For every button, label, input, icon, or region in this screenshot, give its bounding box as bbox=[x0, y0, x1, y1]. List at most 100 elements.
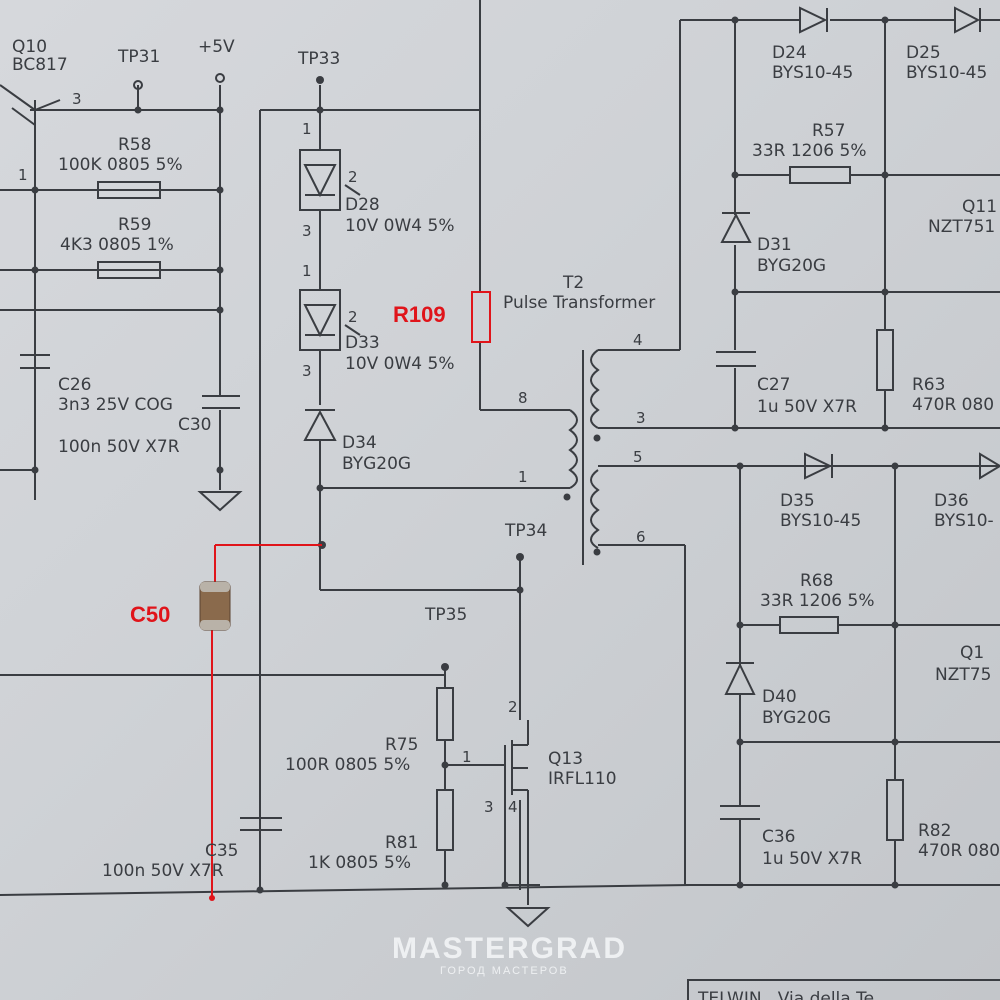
svg-text:3: 3 bbox=[302, 362, 312, 380]
svg-text:2: 2 bbox=[348, 308, 358, 326]
junction-dots-right bbox=[731, 16, 899, 889]
middle-wires bbox=[259, 0, 570, 905]
d28-zener bbox=[299, 149, 361, 211]
d25-ref-label: D25 bbox=[906, 43, 941, 63]
q12-value-label: NZT75 bbox=[935, 665, 991, 685]
t2-value-label: Pulse Transformer bbox=[503, 293, 655, 313]
d35-diode bbox=[804, 452, 833, 480]
r58-value-label: 100K 0805 5% bbox=[58, 155, 183, 175]
c30-capacitor bbox=[202, 395, 240, 409]
c50-annotation: C50 bbox=[130, 602, 170, 627]
svg-text:1: 1 bbox=[462, 748, 472, 766]
d25-diode bbox=[954, 6, 981, 34]
r57-resistor bbox=[789, 166, 851, 184]
d24-diode bbox=[799, 6, 828, 34]
c26-capacitor bbox=[20, 354, 50, 369]
labels-left: Q10 BC817 TP31 +5V R58 100K 0805 5% R59 … bbox=[12, 37, 239, 881]
r59-resistor bbox=[97, 261, 161, 279]
svg-text:1: 1 bbox=[302, 120, 312, 138]
tp34-label: TP34 bbox=[504, 521, 547, 541]
r59-value-label: 4K3 0805 1% bbox=[60, 235, 174, 255]
q13-value-label: IRFL110 bbox=[548, 769, 617, 789]
c36-ref-label: C36 bbox=[762, 827, 796, 847]
r81-resistor bbox=[436, 789, 454, 851]
r81-ref-label: R81 bbox=[385, 833, 418, 853]
c35-capacitor bbox=[240, 817, 282, 831]
svg-text:5: 5 bbox=[633, 448, 643, 466]
d36-ref-label: D36 bbox=[934, 491, 969, 511]
labels-middle: TP33 D28 10V 0W4 5% D33 10V 0W4 5% D34 B… bbox=[285, 49, 655, 873]
d25-value-label: BYS10-45 bbox=[906, 63, 987, 83]
c26-value-label: 3n3 25V COG bbox=[58, 395, 173, 415]
svg-text:2: 2 bbox=[348, 168, 358, 186]
r75-resistor bbox=[436, 687, 454, 741]
c27-value-label: 1u 50V X7R bbox=[757, 397, 857, 417]
svg-text:1: 1 bbox=[302, 262, 312, 280]
d33-value-label: 10V 0W4 5% bbox=[345, 354, 454, 374]
left-wires bbox=[0, 84, 691, 896]
c27-capacitor bbox=[716, 351, 756, 367]
c36-capacitor bbox=[720, 805, 760, 820]
r63-ref-label: R63 bbox=[912, 375, 945, 395]
tp33-terminal bbox=[316, 76, 324, 84]
svg-text:1: 1 bbox=[18, 166, 28, 184]
d33-ref-label: D33 bbox=[345, 333, 380, 353]
c35-ref-label: C35 bbox=[205, 841, 239, 861]
junction-dots-middle bbox=[316, 106, 524, 889]
junction-dots-left bbox=[31, 106, 264, 894]
c26-ref-label: C26 bbox=[58, 375, 92, 395]
c35-value-label: 100n 50V X7R bbox=[102, 861, 224, 881]
title-block-text: TELWIN . Via della Te bbox=[697, 989, 874, 1000]
r57-value-label: 33R 1206 5% bbox=[752, 141, 866, 161]
r68-value-label: 33R 1206 5% bbox=[760, 591, 874, 611]
tp34-terminal bbox=[516, 553, 524, 561]
d34-value-label: BYG20G bbox=[342, 454, 411, 474]
q13-ref-label: Q13 bbox=[548, 749, 583, 769]
tp31-label: TP31 bbox=[117, 47, 160, 67]
q11-ref-label: Q11 bbox=[962, 197, 997, 217]
r75-value-label: 100R 0805 5% bbox=[285, 755, 410, 775]
d28-ref-label: D28 bbox=[345, 195, 380, 215]
tp31-terminal bbox=[133, 80, 143, 90]
d36-value-label: BYS10- bbox=[934, 511, 994, 531]
r58-ref-label: R58 bbox=[118, 135, 151, 155]
title-block-box bbox=[687, 979, 1000, 1000]
c30-value-label: 100n 50V X7R bbox=[58, 437, 180, 457]
watermark-brand: MASTERGRAD bbox=[392, 932, 627, 965]
svg-text:4: 4 bbox=[633, 331, 643, 349]
d33-zener bbox=[299, 289, 361, 351]
vcc-terminal bbox=[215, 73, 225, 83]
r109-highlight-box bbox=[471, 291, 491, 343]
r75-ref-label: R75 bbox=[385, 735, 418, 755]
d34-ref-label: D34 bbox=[342, 433, 377, 453]
d36-diode bbox=[979, 452, 1000, 480]
tp35-terminal bbox=[441, 663, 449, 671]
r68-ref-label: R68 bbox=[800, 571, 833, 591]
q10-part-label: BC817 bbox=[12, 55, 68, 75]
d35-value-label: BYS10-45 bbox=[780, 511, 861, 531]
r82-resistor bbox=[886, 779, 904, 841]
tp33-label: TP33 bbox=[297, 49, 340, 69]
d31-value-label: BYG20G bbox=[757, 256, 826, 276]
svg-text:4: 4 bbox=[508, 798, 518, 816]
tp35-label: TP35 bbox=[424, 605, 467, 625]
r82-ref-label: R82 bbox=[918, 821, 951, 841]
svg-text:2: 2 bbox=[508, 698, 518, 716]
watermark-tagline: ГОРОД МАСТЕРОВ bbox=[440, 965, 569, 977]
r81-value-label: 1K 0805 5% bbox=[308, 853, 411, 873]
r59-ref-label: R59 bbox=[118, 215, 151, 235]
t2-ref-label: T2 bbox=[562, 273, 584, 293]
d31-diode bbox=[720, 212, 752, 243]
svg-text:1: 1 bbox=[518, 468, 528, 486]
d40-value-label: BYG20G bbox=[762, 708, 831, 728]
svg-text:8: 8 bbox=[518, 389, 528, 407]
svg-text:3: 3 bbox=[72, 90, 82, 108]
labels-right: D24 BYS10-45 D25 BYS10-45 R57 33R 1206 5… bbox=[752, 43, 1000, 869]
ground-symbol-left bbox=[197, 491, 243, 512]
r68-resistor bbox=[779, 616, 839, 634]
c27-ref-label: C27 bbox=[757, 375, 791, 395]
svg-text:6: 6 bbox=[636, 528, 646, 546]
r63-value-label: 470R 080 bbox=[912, 395, 994, 415]
r82-value-label: 470R 080 bbox=[918, 841, 1000, 861]
